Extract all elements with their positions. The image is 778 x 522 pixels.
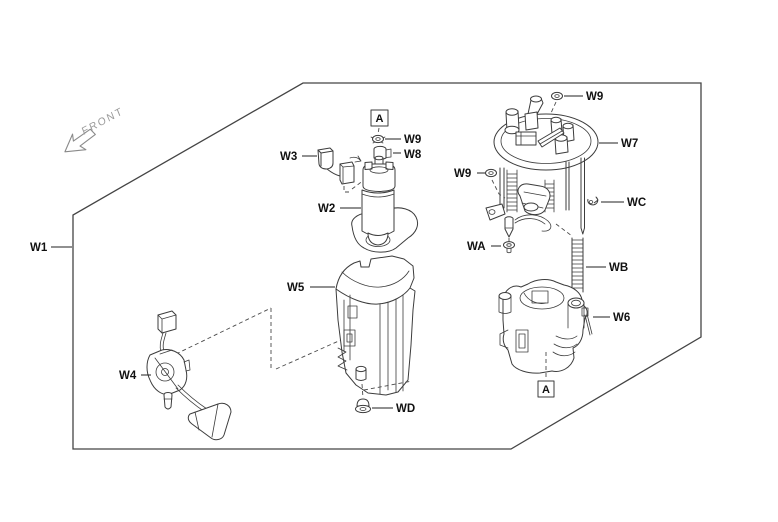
front-arrow: FRONT [64, 105, 126, 153]
detail-marker-a-top: A [370, 109, 389, 135]
part-w7-plate-assembly [485, 95, 599, 238]
label-w9-top: W9 [404, 134, 421, 146]
part-wc-clip [587, 196, 599, 206]
part-wd-valve [355, 398, 371, 414]
label-wc: WC [627, 197, 646, 209]
label-w6: W6 [613, 312, 630, 324]
part-wb-spring [555, 223, 584, 301]
front-label: FRONT [80, 105, 125, 138]
part-w3-clip [317, 147, 365, 193]
label-wd: WD [396, 403, 415, 415]
detail-marker-a-bottom: A [537, 380, 555, 398]
part-w9-grommet-top [370, 134, 386, 144]
part-w9-grommet-right [550, 91, 563, 114]
label-w9-mid: W9 [454, 168, 471, 180]
leader-lines [51, 95, 624, 409]
diagram-border [72, 82, 702, 450]
label-w1: W1 [30, 242, 48, 254]
part-labels: W1 W3 W9 W8 W2 W5 W4 WD W9 W7 W9 WC WA W… [30, 91, 646, 415]
label-wb: WB [609, 262, 628, 274]
part-w5-housing [335, 255, 416, 399]
part-w9-grommet-mid [485, 168, 506, 199]
label-w7: W7 [621, 138, 638, 150]
label-w5: W5 [287, 282, 305, 294]
part-w4-sender [146, 310, 232, 441]
part-w2-pump [351, 155, 419, 253]
detail-marker-a-top-label: A [376, 113, 384, 125]
detail-marker-a-bottom-label: A [542, 384, 550, 396]
part-w6-cup [498, 279, 593, 378]
label-w2: W2 [318, 203, 335, 215]
w4-position-dashed [175, 307, 362, 371]
front-arrow-icon [64, 128, 96, 153]
part-wa-fastener [503, 238, 515, 254]
label-w9-right: W9 [586, 91, 603, 103]
label-w4: W4 [119, 370, 137, 382]
label-w8: W8 [404, 149, 422, 161]
label-wa: WA [467, 241, 486, 253]
label-w3: W3 [280, 151, 297, 163]
